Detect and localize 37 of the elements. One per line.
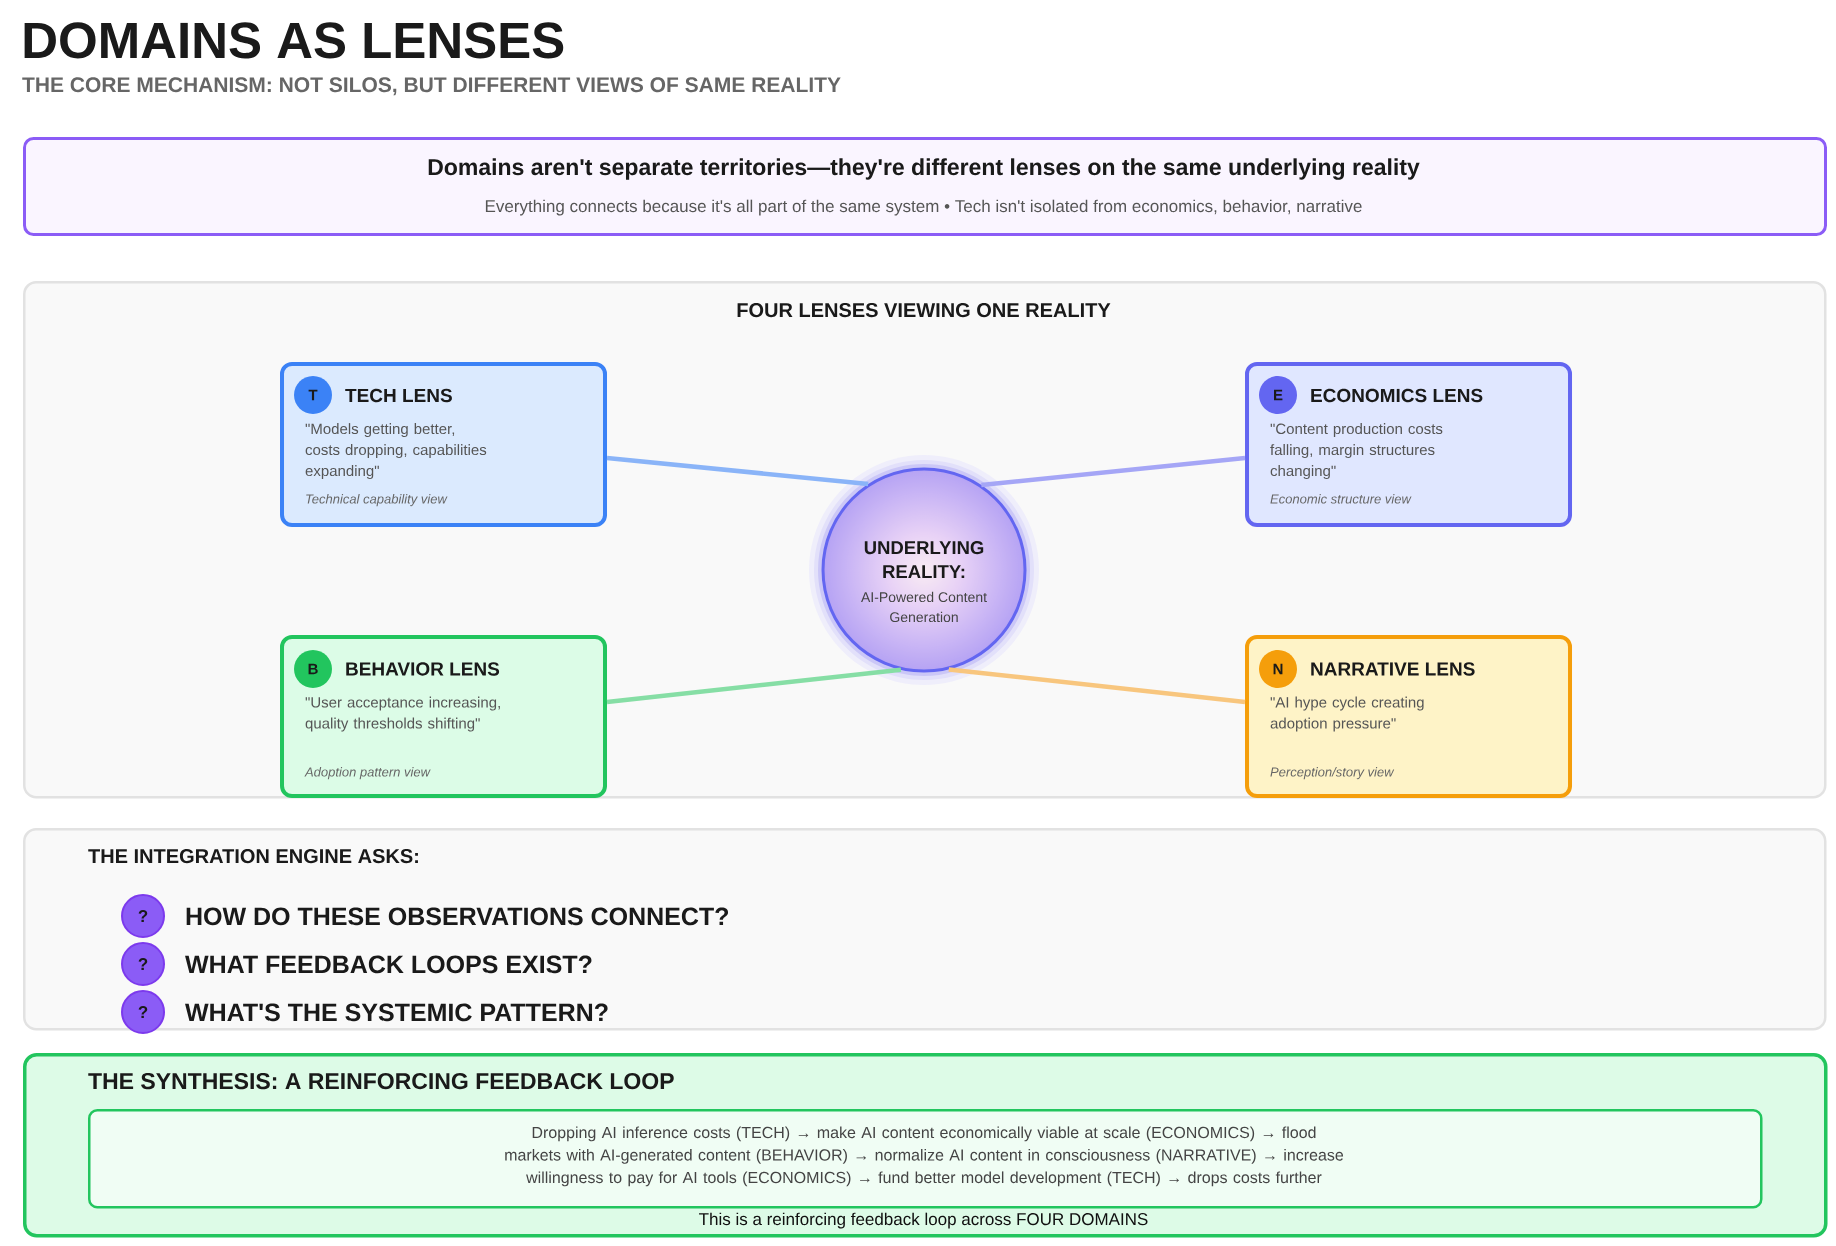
connector-line (606, 667, 902, 705)
banner-subtext: Everything connects because it's all part of the same system • Tech isn't isolated from economics, behavior, narrative (485, 199, 1362, 216)
quote-text: "AI hype cycle creating adoption pressure" (1270, 696, 1424, 732)
connector-line (981, 455, 1246, 488)
subtitle: THE CORE MECHANISM: NOT SILOS, BUT DIFFERENT VIEWS OF SAME REALITY (22, 77, 841, 96)
panel-heading: FOUR LENSES VIEWING ONE REALITY (737, 303, 1111, 318)
letter-badge: T (294, 376, 332, 414)
title: DOMAINS AS LENSES (24, 22, 564, 59)
card-heading: ECONOMICS LENS (1311, 388, 1483, 403)
connector-line (606, 455, 869, 487)
circle-heading: UNDERLYING REALITY: (864, 541, 984, 578)
question-text: HOW DO THESE OBSERVATIONS CONNECT? (186, 907, 728, 926)
question-badge: ? (121, 942, 165, 986)
quote-text: "Content production costs falling, margin structures changing" (1270, 423, 1443, 480)
question-badge: ? (121, 894, 165, 938)
letter-badge: E (1259, 376, 1297, 414)
caption-text: Perception/story view (1270, 767, 1395, 780)
summary-text: This is a reinforcing feedback loop across FOUR DOMAINS (699, 1212, 1148, 1229)
card-heading: BEHAVIOR LENS (346, 662, 500, 676)
caption-text: Economic structure view (1270, 494, 1412, 504)
card-heading: TECH LENS (345, 388, 452, 403)
question-text: WHAT FEEDBACK LOOPS EXIST? (185, 955, 592, 974)
letter-badge: B (294, 650, 332, 688)
card-heading: NARRATIVE LENS (1311, 662, 1475, 676)
banner-heading: Domains aren't separate territories—they're different lenses on the same underlying reality (428, 158, 1420, 180)
loop-text: Dropping AI inference costs (TECH) → make AI content economically viable at scale (ECONOMICS) → flood markets with AI-generated content (BEHAVIOR) → normalize AI content in consciousness (NARRATIVE) → increase willingness to pay for AI tools (ECONOMICS) → fund better model development (TECH) → drops costs further (505, 1126, 1344, 1187)
caption-text: Technical capability view (306, 494, 448, 507)
letter-badge: N (1259, 650, 1297, 688)
circle-subtext: AI-Powered Content Generation (861, 591, 987, 623)
question-badge: ? (121, 990, 165, 1034)
panel-heading: THE INTEGRATION ENGINE ASKS: (88, 849, 418, 864)
panel-heading: THE SYNTHESIS: A REINFORCING FEEDBACK LOOP (88, 1072, 674, 1090)
quote-text: "User acceptance increasing, quality thresholds shifting" (305, 696, 500, 732)
caption-text: Adoption pattern view (304, 767, 431, 780)
question-text: WHAT'S THE SYSTEMIC PATTERN? (185, 1003, 608, 1022)
connector-line (948, 667, 1246, 705)
quote-text: "Models getting better, costs dropping, capabilities expanding" (305, 423, 487, 480)
